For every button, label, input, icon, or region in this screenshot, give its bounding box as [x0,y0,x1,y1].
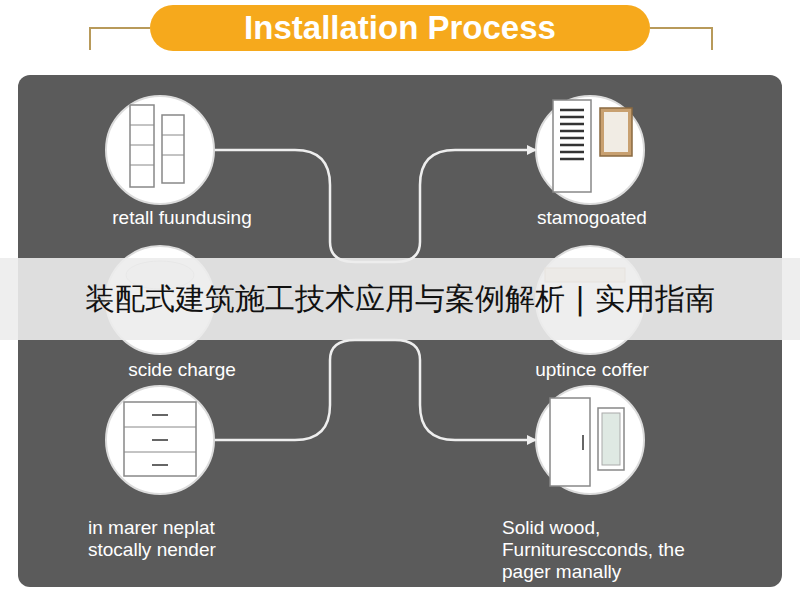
drawer-cabinet-icon [124,402,196,476]
step-label: retall fuundusing [72,207,292,229]
step-label: in marer neplat stocally nender [88,517,268,561]
cabinet-icon [130,105,184,187]
door-window-icon [550,398,624,486]
step-label: uptince coffer [482,359,702,381]
bracket-line [90,28,150,50]
title-pill: Installation Process [150,5,650,51]
overlay-band: 装配式建筑施工技术应用与案例解析 | 实用指南 [0,258,800,340]
step-label: stamogoated [482,207,702,229]
step-circle: retall fuundusing [105,95,215,205]
watermark-text: 装配式建筑施工技术应用与案例解析 | 实用指南 [0,258,800,340]
title-text: Installation Process [244,9,556,46]
flow-connector [215,150,535,262]
flow-connector [215,340,535,440]
step-label: Solid wood, Furniturescconds, the pager … [502,517,694,583]
bracket-line [650,28,712,50]
step-label: scide charge [72,359,292,381]
louvered-door-icon [553,100,632,192]
